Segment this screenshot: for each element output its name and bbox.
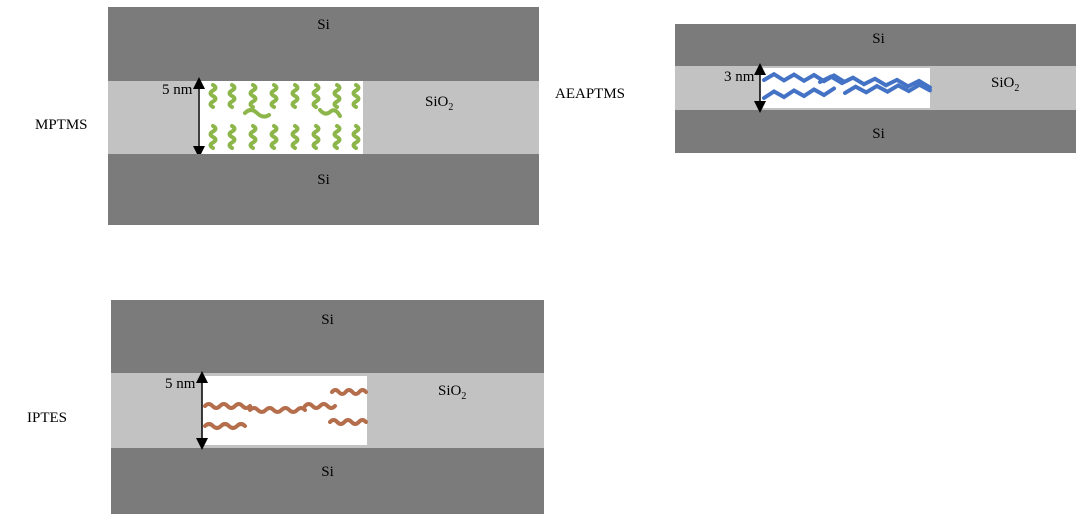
iptes-gap	[202, 376, 367, 445]
iptes-molecule	[248, 406, 307, 414]
mptms-molecule	[227, 83, 237, 109]
iptes-oxide-label: SiO2	[438, 383, 467, 402]
mptms-molecule	[269, 124, 279, 150]
aeaptms-top-si-layer: Si	[675, 24, 1076, 66]
mptms-oxide-label: SiO2	[425, 94, 454, 113]
mptms-thickness-label: 5 nm	[162, 82, 193, 98]
mptms-molecule	[318, 108, 342, 118]
aeaptms-bottom-si-layer: Si	[675, 110, 1076, 153]
mptms-top-si-layer: Si	[108, 7, 539, 81]
mptms-label: MPTMS	[35, 117, 88, 133]
mptms-molecule	[248, 124, 258, 150]
iptes-label: IPTES	[27, 410, 68, 426]
aeaptms-label: AEAPTMS	[555, 86, 626, 102]
mptms-molecule	[290, 124, 300, 150]
mptms-bottom-si-layer: Si	[108, 154, 539, 225]
mptms-molecule	[290, 83, 300, 109]
aeaptms-molecule	[762, 86, 836, 100]
mptms-molecule	[351, 83, 361, 109]
aeaptms-thickness-label: 3 nm	[724, 69, 755, 85]
aeaptms-molecule	[818, 74, 932, 90]
mptms-molecule	[248, 83, 258, 109]
mptms-top-si-label: Si	[317, 17, 330, 33]
aeaptms-bottom-si-label: Si	[872, 126, 885, 142]
mptms-molecule	[332, 83, 342, 109]
iptes-molecule	[303, 402, 337, 410]
iptes-top-si-layer: Si	[111, 300, 544, 373]
aeaptms-molecule	[843, 82, 932, 95]
iptes-molecule	[328, 418, 368, 426]
iptes-molecule	[330, 388, 368, 396]
iptes-thickness-label: 5 nm	[165, 376, 196, 392]
mptms-bottom-si-label: Si	[317, 172, 330, 188]
mptms-molecule	[243, 108, 271, 119]
mptms-molecule	[351, 124, 361, 150]
iptes-bottom-si-label: Si	[321, 464, 334, 480]
mptms-molecule	[311, 83, 321, 109]
iptes-bottom-si-layer: Si	[111, 448, 544, 514]
mptms-molecule	[269, 83, 279, 109]
mptms-molecule	[227, 124, 237, 150]
mptms-molecule	[208, 124, 218, 150]
mptms-molecule	[332, 124, 342, 150]
mptms-molecule	[208, 83, 218, 109]
iptes-molecule	[203, 402, 252, 410]
mptms-molecule	[311, 124, 321, 150]
aeaptms-top-si-label: Si	[872, 31, 885, 47]
aeaptms-oxide-label: SiO2	[991, 75, 1020, 94]
iptes-molecule	[203, 422, 247, 430]
iptes-top-si-label: Si	[321, 312, 334, 328]
